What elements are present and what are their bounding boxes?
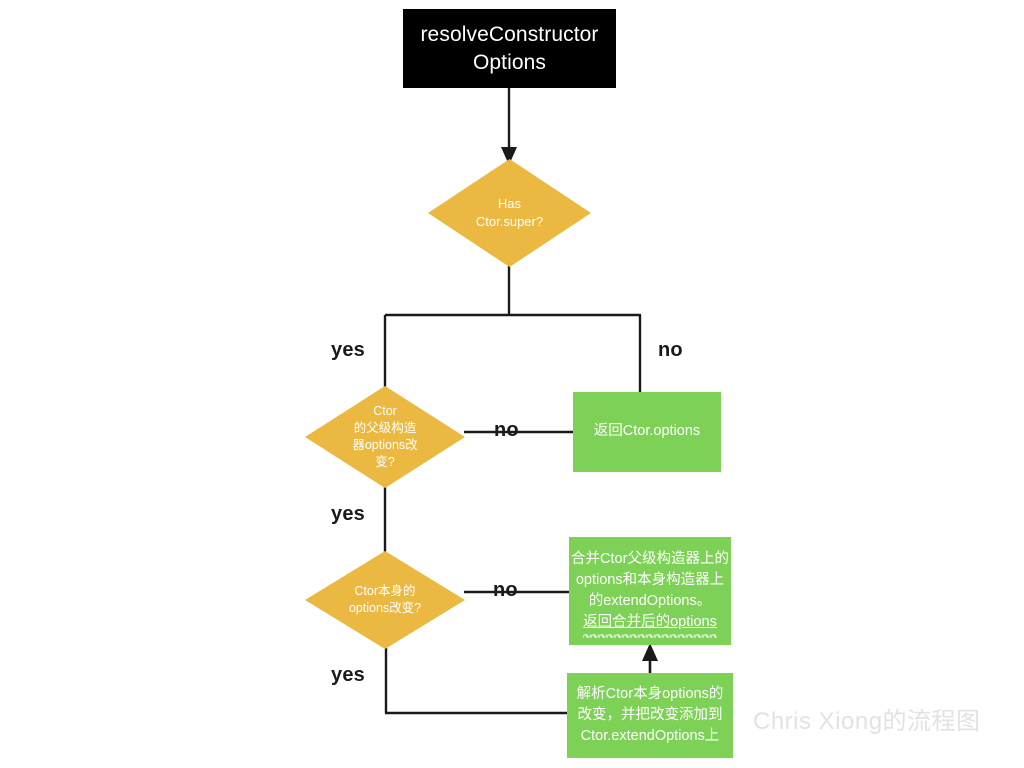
resolve-line-1: 解析Ctor本身options的 [576, 685, 724, 702]
diamond-shape [305, 551, 465, 649]
arrowhead-to-merge [642, 643, 658, 661]
merge-options-text: 合并Ctor父级构造器上的 options和本身构造器上 的extendOpti… [571, 549, 729, 639]
node-decision-self-options-changed[interactable]: Ctor本身的 options改变? [305, 551, 465, 649]
merge-line-2: options和本身构造器上 [575, 571, 725, 588]
node-return-ctor-options[interactable]: 返回Ctor.options [573, 392, 721, 472]
merge-line-4: 返回合并后的options [583, 612, 717, 639]
node-start-text: resolveConstructor Options [420, 21, 598, 76]
node-resolve-modified-options[interactable]: 解析Ctor本身options的 改变，并把改变添加到 Ctor.extendO… [567, 673, 733, 758]
node-decision-parent-options-changed[interactable]: Ctor 的父级构造 器options改 变? [305, 386, 465, 488]
start-line-1: resolveConstructor [420, 23, 599, 47]
node-start-resolve-constructor-options[interactable]: resolveConstructor Options [403, 9, 616, 88]
resolve-line-2: 改变，并把改变添加到 [577, 706, 723, 723]
edge-label-has-super-yes: yes [331, 339, 365, 361]
start-line-2: Options [472, 50, 547, 74]
node-decision-has-ctor-super[interactable]: Has Ctor.super? [428, 159, 591, 267]
edge-label-self-changed-yes: yes [331, 664, 365, 686]
resolve-line-3: Ctor.extendOptions上 [580, 728, 720, 744]
diamond-shape [305, 386, 465, 488]
arrowhead-to-has-super [501, 147, 517, 165]
return-ctor-options-text: 返回Ctor.options [593, 423, 701, 440]
edge-label-parent-changed-yes: yes [331, 503, 365, 525]
watermark-credit: Chris Xiong的流程图 [753, 708, 981, 735]
merge-line-1: 合并Ctor父级构造器上的 [571, 550, 729, 567]
edge-label-self-changed-no: no [493, 579, 518, 601]
edge-label-parent-changed-no: no [494, 419, 519, 441]
resolve-modified-options-text: 解析Ctor本身options的 改变，并把改变添加到 Ctor.extendO… [577, 684, 724, 747]
diamond-shape [428, 159, 591, 267]
edge-label-has-super-no: no [658, 339, 683, 361]
merge-line-3: 的extendOptions。 [588, 593, 712, 609]
merge-line-4-wrapper: 返回合并后的options [571, 612, 729, 639]
node-merge-options[interactable]: 合并Ctor父级构造器上的 options和本身构造器上 的extendOpti… [569, 537, 731, 645]
